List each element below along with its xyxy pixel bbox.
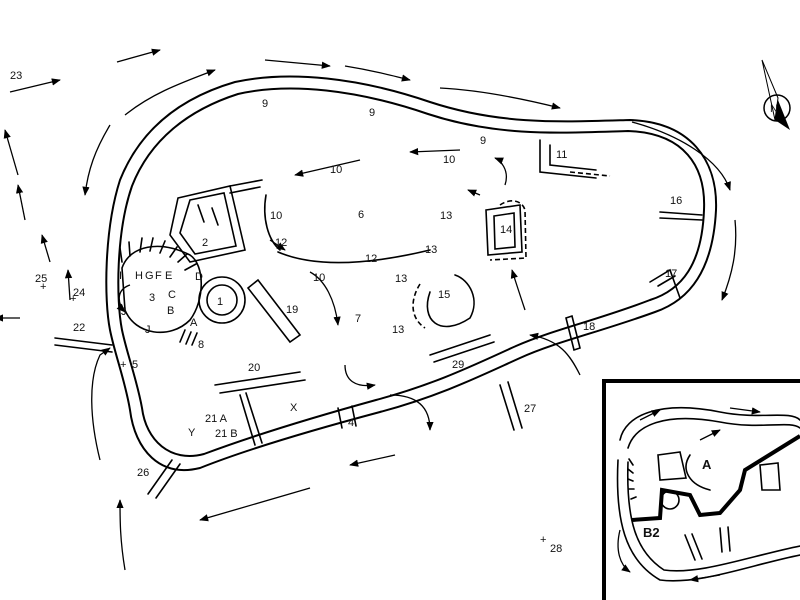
label-G: G — [145, 270, 154, 282]
feature-1-inner — [206, 284, 238, 316]
label-27: 27 — [524, 403, 536, 415]
feature-15-outer — [426, 274, 475, 328]
label-10a: 10 — [443, 154, 455, 166]
label-E: E — [165, 270, 172, 282]
structures — [54, 139, 703, 499]
label-X: X — [290, 402, 298, 414]
map-letter-labels: A B C D E F G H I J J X Y — [119, 270, 298, 439]
label-9c: 9 — [480, 135, 486, 147]
label-6: 6 — [358, 209, 364, 221]
enclosure-outline — [105, 75, 718, 471]
north-label: N — [770, 103, 778, 115]
label-4: 4 — [348, 417, 354, 429]
label-5: 5 — [132, 359, 138, 371]
label-7: 7 — [355, 313, 361, 325]
label-26: 26 — [137, 467, 149, 479]
label-13d: 13 — [392, 324, 404, 336]
label-1: 1 — [217, 296, 223, 308]
label-J2: J — [145, 324, 151, 336]
label-17: 17 — [665, 268, 677, 280]
label-H: H — [135, 270, 143, 282]
label-F: F — [155, 270, 162, 282]
label-20: 20 — [248, 362, 260, 374]
inset-map: A B2 — [602, 379, 800, 600]
point-markers: + + + + — [40, 281, 546, 546]
label-Y: Y — [188, 427, 196, 439]
flow-arrows — [0, 48, 737, 571]
feature-22 — [54, 337, 113, 353]
label-24: 24 — [73, 287, 85, 299]
feature-14-outer — [485, 204, 523, 256]
label-8: 8 — [198, 339, 204, 351]
label-9a: 9 — [262, 98, 268, 110]
svg-text:+: + — [70, 293, 76, 305]
label-21a: 21 A — [205, 413, 228, 425]
label-13c: 13 — [395, 273, 407, 285]
label-B: B — [167, 305, 174, 317]
structure-2 — [169, 185, 246, 263]
label-A: A — [190, 317, 198, 329]
feature-29 — [429, 334, 495, 363]
label-10b: 10 — [330, 164, 342, 176]
svg-text:+: + — [540, 534, 546, 546]
feature-8-marks — [179, 329, 198, 346]
label-J1: J — [121, 306, 127, 318]
label-22: 22 — [73, 322, 85, 334]
label-14: 14 — [500, 224, 512, 236]
label-21b: 21 B — [215, 428, 238, 440]
feature-12-line — [277, 249, 431, 264]
feature-16 — [659, 211, 703, 221]
label-C: C — [168, 289, 176, 301]
label-13b: 13 — [425, 244, 437, 256]
feature-15-dash — [412, 283, 426, 329]
label-29: 29 — [452, 359, 464, 371]
label-12a: 12 — [275, 237, 287, 249]
inset-label-A: A — [702, 457, 712, 472]
building-3 — [121, 245, 202, 334]
feature-26 — [147, 459, 181, 499]
structure-2-arm — [229, 179, 263, 194]
label-19: 19 — [286, 304, 298, 316]
label-D: D — [195, 271, 203, 283]
label-25: 25 — [35, 273, 47, 285]
label-12b: 12 — [365, 253, 377, 265]
feature-21 — [239, 392, 263, 446]
label-11: 11 — [556, 149, 567, 161]
label-10d: 10 — [313, 272, 325, 284]
label-28: 28 — [550, 543, 562, 555]
feature-19 — [246, 278, 302, 344]
label-23: 23 — [10, 70, 22, 82]
label-10c: 10 — [270, 210, 282, 222]
label-I: I — [119, 270, 122, 282]
label-16: 16 — [670, 195, 682, 207]
map-number-labels: 1 2 3 4 5 6 7 8 9 9 9 10 10 10 10 11 12 … — [10, 70, 682, 555]
svg-text:+: + — [120, 359, 126, 371]
feature-20 — [214, 371, 306, 394]
label-15: 15 — [438, 289, 450, 301]
feature-27 — [499, 381, 523, 431]
comb-structure — [119, 237, 197, 271]
feature-11 — [539, 139, 597, 179]
label-2: 2 — [202, 237, 208, 249]
label-3: 3 — [149, 292, 155, 304]
feature-18 — [565, 314, 581, 352]
north-arrow: N — [761, 59, 791, 130]
feature-4 — [337, 405, 357, 429]
feature-14-dash — [489, 200, 527, 261]
label-9b: 9 — [369, 107, 375, 119]
inset-label-B2: B2 — [643, 525, 660, 540]
svg-text:+: + — [40, 281, 46, 293]
feature-17 — [649, 268, 681, 299]
label-18: 18 — [583, 321, 595, 333]
label-13a: 13 — [440, 210, 452, 222]
